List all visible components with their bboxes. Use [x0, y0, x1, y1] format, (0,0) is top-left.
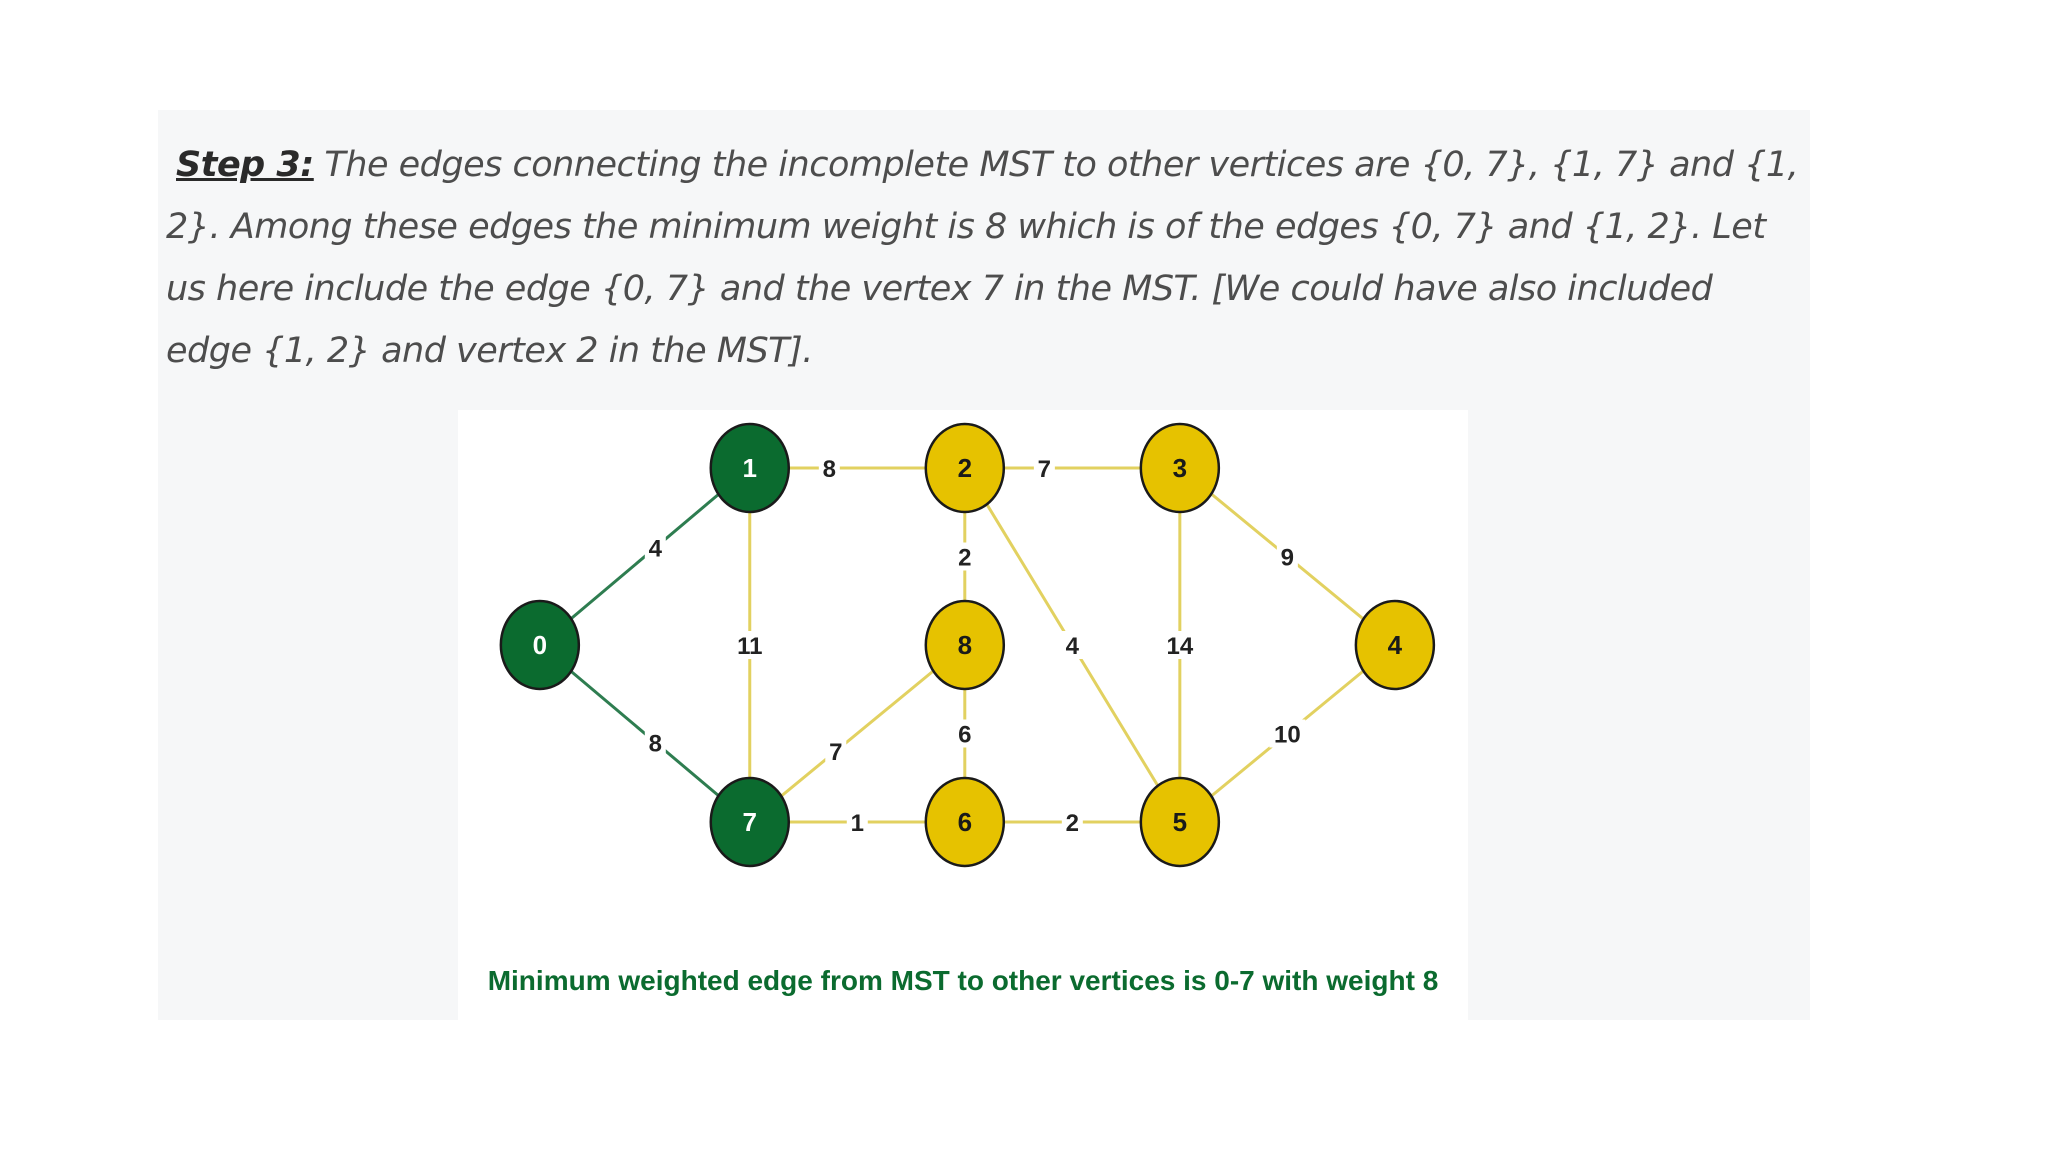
step-panel: Step 3: The edges connecting the incompl…	[158, 110, 1810, 1020]
node-8: 8	[924, 599, 1006, 691]
node-4: 4	[1354, 599, 1436, 691]
node-6: 6	[924, 776, 1006, 868]
node-label-1: 1	[743, 453, 757, 483]
node-5: 5	[1139, 776, 1221, 868]
node-circle-8	[924, 599, 1006, 691]
edge-weight-bg-5-6	[1061, 808, 1083, 836]
edge-7-8	[748, 643, 966, 824]
node-label-3: 3	[1173, 453, 1187, 483]
edge-weight-7-8: 7	[829, 739, 842, 766]
node-3: 3	[1139, 422, 1221, 514]
node-label-2: 2	[958, 453, 972, 483]
step-body-text: The edges connecting the incomplete MST …	[166, 145, 1799, 371]
node-1: 1	[709, 422, 791, 514]
node-circle-7	[709, 776, 791, 868]
node-circle-2	[924, 422, 1006, 514]
edge-weight-4-5: 10	[1274, 722, 1301, 749]
node-circle-6	[924, 776, 1006, 868]
node-label-7: 7	[743, 807, 757, 837]
edge-weight-3-5: 14	[1166, 633, 1193, 660]
edge-weight-bg-2-3	[1033, 454, 1055, 482]
edge-weight-2-5: 4	[1066, 633, 1080, 660]
edge-weight-3-4: 9	[1281, 545, 1294, 572]
node-circle-0	[499, 599, 581, 691]
edge-weight-bg-3-5	[1161, 631, 1198, 659]
node-circle-5	[1139, 776, 1221, 868]
graph-svg: 4 8 8 11 7 2 4 9 14 10 2 1 6 7 0 1 2 3 4 5 6 7 8 Minimum weig…	[488, 422, 1439, 996]
edge-weight-bg-1-2	[818, 454, 840, 482]
node-circle-1	[709, 422, 791, 514]
edge-weight-bg-0-7	[644, 728, 666, 757]
edge-weight-0-1: 4	[649, 536, 663, 563]
node-circle-4	[1354, 599, 1436, 691]
edge-weight-1-7: 11	[737, 633, 762, 660]
edge-weight-5-6: 2	[1066, 810, 1079, 837]
node-label-4: 4	[1388, 630, 1403, 660]
edge-weight-2-8: 2	[958, 545, 971, 572]
edge-weight-bg-0-1	[644, 533, 666, 562]
edge-weight-bg-1-7	[731, 631, 768, 659]
graph-diagram: 4 8 8 11 7 2 4 9 14 10 2 1 6 7 0 1 2 3 4 5 6 7 8 Minimum weig…	[458, 410, 1468, 1020]
node-label-0: 0	[533, 630, 547, 660]
edge-weight-bg-6-8	[954, 719, 976, 748]
node-label-8: 8	[958, 630, 972, 660]
step-description: Step 3: The edges connecting the incompl…	[166, 134, 1806, 382]
node-0: 0	[499, 599, 581, 691]
edge-weight-bg-2-8	[954, 542, 976, 571]
diagram-caption: Minimum weighted edge from MST to other …	[488, 965, 1439, 996]
edge-weight-6-7: 1	[851, 810, 864, 837]
edge-weight-bg-6-7	[846, 808, 868, 836]
node-label-6: 6	[958, 807, 972, 837]
edge-weight-bg-4-5	[1269, 719, 1306, 748]
edge-weight-1-2: 8	[823, 456, 836, 483]
node-label-5: 5	[1173, 807, 1187, 837]
edge-weight-bg-7-8	[825, 737, 847, 766]
node-2: 2	[924, 422, 1006, 514]
edge-weight-6-8: 6	[958, 722, 971, 749]
edge-weight-bg-2-5	[1061, 631, 1083, 659]
node-7: 7	[709, 776, 791, 868]
node-circle-3	[1139, 422, 1221, 514]
edge-weight-2-3: 7	[1038, 456, 1051, 483]
nodes-layer: 0 1 2 3 4 5 6 7 8	[499, 422, 1436, 868]
edge-weight-bg-3-4	[1276, 542, 1298, 571]
step-label: Step 3:	[176, 145, 314, 185]
edge-weight-0-7: 8	[649, 730, 662, 757]
